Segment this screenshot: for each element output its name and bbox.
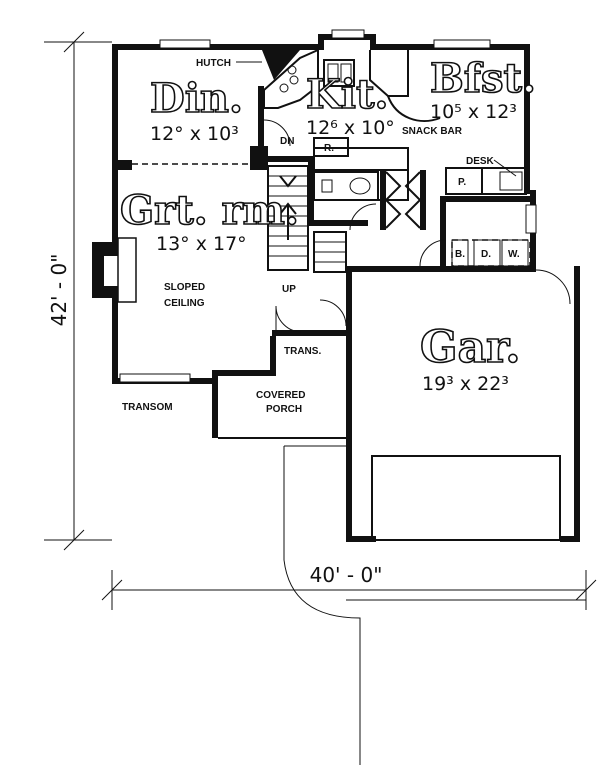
bench-label: B. [455,249,465,260]
stairs [267,165,347,273]
washer-label: W. [508,249,520,260]
garage-size: 19³ x 22³ [422,373,509,395]
fireplace [92,237,137,303]
depth-dimension-label: 42' - 0" [47,254,71,327]
desk-label: DESK [466,156,495,167]
covered-porch-label-2: PORCH [266,404,302,415]
width-dimension-label: 40' - 0" [310,563,383,587]
sloped-ceiling-label-1: SLOPED [164,282,205,293]
snack-bar-label: SNACK BAR [402,126,463,137]
sloped-ceiling-label-2: CEILING [164,298,205,309]
kitchen-counters [263,48,441,122]
great-room-label: Grt. rm. [120,187,299,234]
closet [384,171,422,229]
desk [445,167,527,195]
covered-porch [218,437,586,765]
up-stairs-label: UP [282,284,296,295]
transom-window [119,373,191,383]
kitchen-label: Kit. [306,71,388,118]
hutch-block [262,50,300,80]
garage-label: Gar. [420,322,521,373]
powder-room [313,171,379,201]
top-windows [159,29,537,234]
hutch-label: HUTCH [196,58,231,69]
covered-porch-label-1: COVERED [256,390,305,401]
dryer-label: D. [481,249,491,260]
pantry-label: P. [458,177,466,188]
refrigerator [313,137,349,157]
dining-size: 12° x 10³ [150,123,239,145]
width-dimension-line [101,570,597,610]
garage-door [371,455,561,541]
down-stairs-label: DN [280,136,294,147]
laundry [451,239,531,267]
trans-label: TRANS. [284,346,321,357]
kitchen-size: 12⁶ x 10° [306,117,395,139]
breakfast-label: Bfst. [430,55,536,102]
transom-label: TRANSOM [122,402,173,413]
breakfast-size: 10⁵ x 12³ [430,101,517,123]
great-room-size: 13° x 17° [156,233,247,255]
door-swings [263,119,571,333]
refrigerator-label: R. [324,143,334,154]
depth-dimension-line [44,31,112,551]
dining-label: Din. [150,75,243,122]
